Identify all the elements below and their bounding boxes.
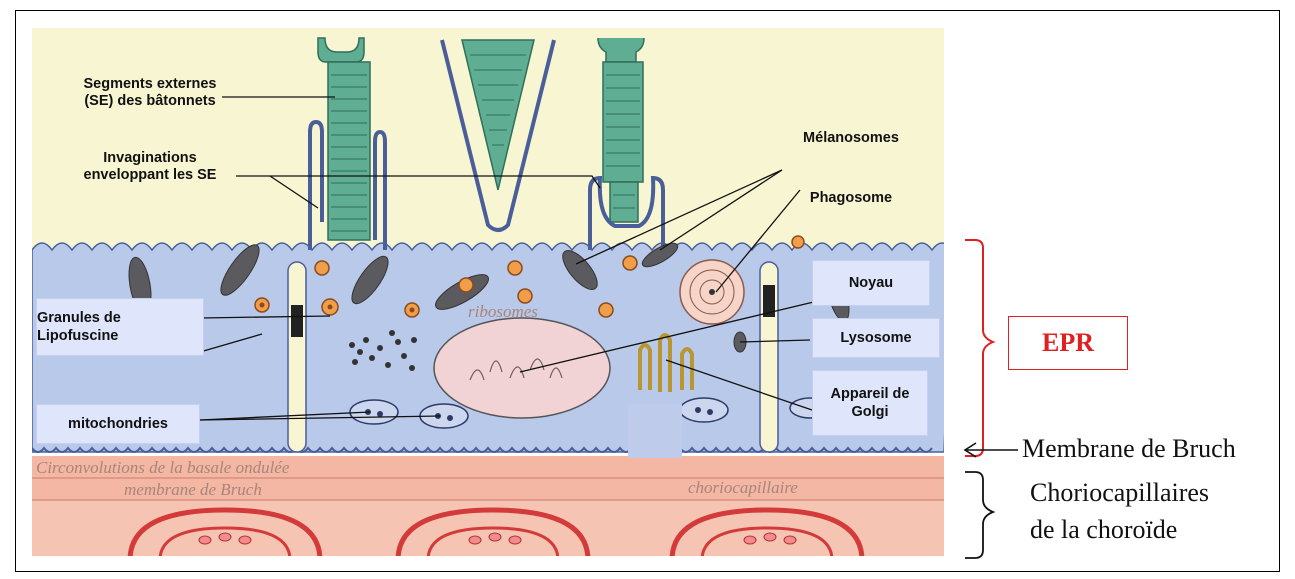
phagosome-label: Phagosome: [786, 190, 916, 207]
lipofuscin-label: Granules de Lipofuscine: [37, 309, 203, 345]
bruch-arrow: [965, 443, 1018, 457]
mitochondria-callout: mitochondries: [36, 404, 200, 444]
invaginations-label: Invaginations enveloppant les SE: [60, 150, 240, 185]
lipofuscin-callout: Granules de Lipofuscine: [36, 298, 204, 356]
outer-segments-label: Segments externes (SE) des bâtonnets: [70, 76, 230, 111]
choriocapillaries-label-2: de la choroïde: [1030, 515, 1177, 545]
choriocapillaire-label: choriocapillaire: [688, 478, 798, 498]
mitochondria-label: mitochondries: [68, 415, 168, 433]
choriocap-bracket: [965, 472, 993, 558]
ribosomes-label: ribosomes: [468, 302, 538, 322]
basal-folds-label: Circonvolutions de la basale ondulée: [36, 458, 289, 478]
nucleus-callout: Noyau: [812, 260, 930, 306]
lysosome-callout: Lysosome: [812, 318, 940, 358]
cell-junction-right: [760, 262, 778, 452]
nucleus: [434, 318, 610, 418]
choriocapillaries-label-1: Choriocapillaires: [1030, 478, 1209, 508]
epr-label: EPR: [1042, 328, 1094, 358]
epr-callout: EPR: [1008, 316, 1128, 370]
golgi-callout: Appareil de Golgi: [812, 370, 928, 436]
cell-junction-left: [288, 262, 306, 452]
bruch-membrane-label: Membrane de Bruch: [1022, 434, 1236, 464]
lysosome-label: Lysosome: [840, 329, 911, 347]
golgi-label: Appareil de Golgi: [830, 385, 910, 421]
nucleus-label: Noyau: [849, 274, 893, 292]
melanosomes-label: Mélanosomes: [776, 130, 926, 147]
bruch-small-label: membrane de Bruch: [124, 480, 262, 500]
epr-bracket: [965, 240, 993, 456]
